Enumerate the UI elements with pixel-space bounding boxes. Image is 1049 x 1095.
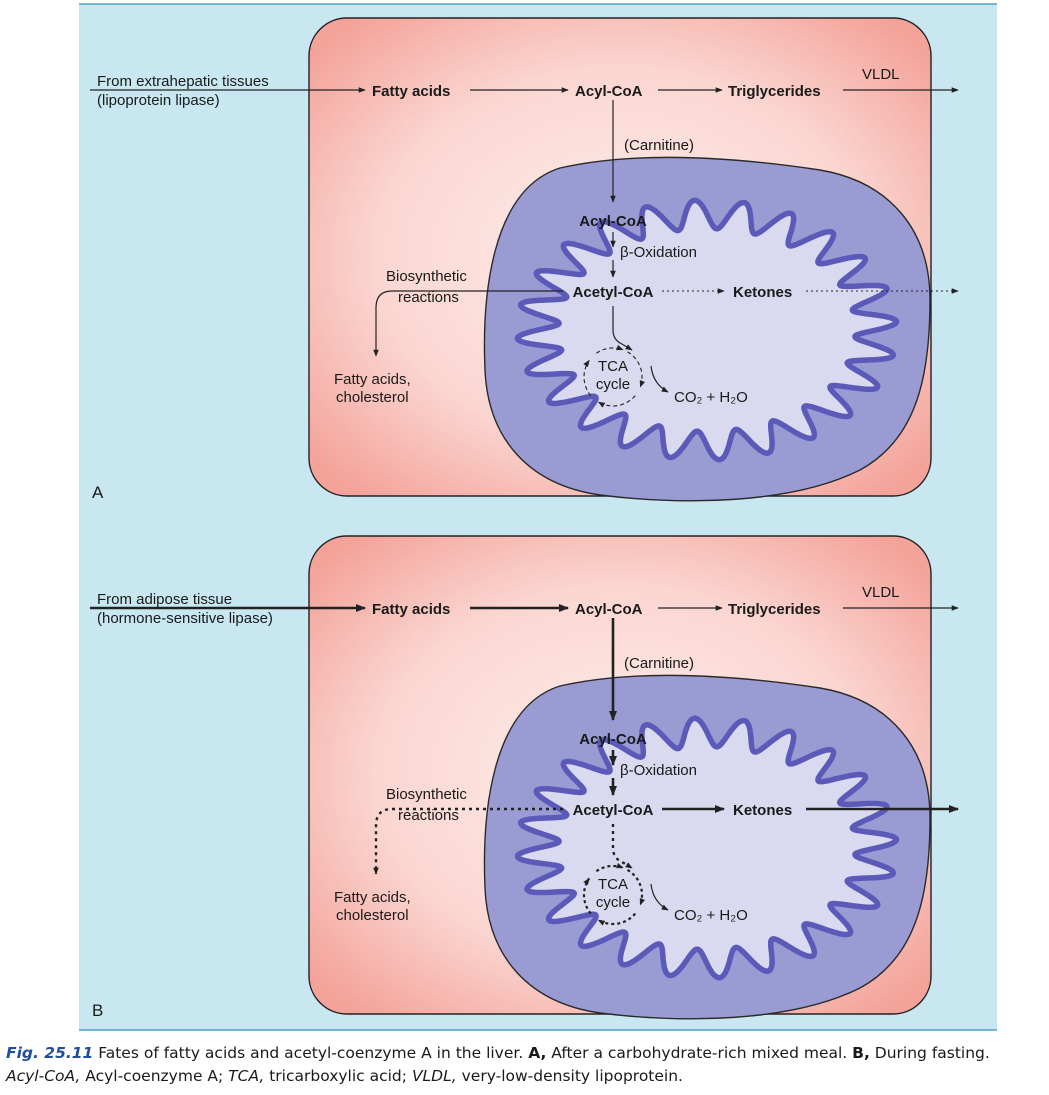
- caption-abbr-vldl-def: very-low-density lipoprotein.: [456, 1067, 683, 1085]
- caption-abbr-tca-def: tricarboxylic acid;: [264, 1067, 412, 1085]
- vldl-label: VLDL: [862, 66, 900, 83]
- cholesterol-label: cholesterol: [336, 907, 409, 924]
- fatty-acids-cholesterol-label: Fatty acids,: [334, 371, 411, 388]
- cycle-label: cycle: [596, 894, 630, 911]
- arrow-acetyl-coa-to-biosynthesis: [373, 807, 563, 875]
- caption-figure-number: Fig. 25.11: [6, 1044, 94, 1062]
- acetyl-coa-label: Acetyl-CoA: [573, 284, 654, 301]
- fatty-acid-fate-diagram: From extrahepatic tissues (lipoprotein li…: [79, 3, 997, 1031]
- cytosolic-acyl-coa-label: Acyl-CoA: [575, 601, 643, 618]
- acetyl-coa-label: Acetyl-CoA: [573, 802, 654, 819]
- biosynthetic-label: Biosynthetic: [386, 786, 467, 803]
- tca-arc-left: [583, 359, 592, 396]
- fatty-acids-label: Fatty acids: [372, 601, 450, 618]
- source-label: From extrahepatic tissues: [97, 73, 269, 90]
- tca-arc-right: [627, 351, 646, 388]
- cycle-label: cycle: [596, 376, 630, 393]
- vldl-label: VLDL: [862, 584, 900, 601]
- carnitine-label: (Carnitine): [624, 137, 694, 154]
- mitochondrion-cristae: [514, 197, 900, 463]
- reactions-label: reactions: [398, 807, 459, 824]
- carnitine-label: (Carnitine): [624, 655, 694, 672]
- co2-h2o-label: CO₂ + H₂O: [674, 907, 748, 924]
- tca-arc-bottom: [597, 912, 637, 926]
- caption-abbr-acyl-coa: Acyl-CoA,: [6, 1067, 81, 1085]
- ketones-label: Ketones: [733, 284, 792, 301]
- triglycerides-label: Triglycerides: [728, 601, 821, 618]
- caption-abbr-vldl: VLDL,: [411, 1067, 457, 1085]
- tca-arc-bottom: [597, 395, 636, 408]
- tca-arc-right: [626, 868, 646, 906]
- panel-a: From extrahepatic tissues (lipoprotein li…: [90, 17, 959, 502]
- caption-a-text: After a carbohydrate-rich mixed meal.: [546, 1044, 853, 1062]
- mitochondrial-acyl-coa-label: Acyl-CoA: [579, 731, 647, 748]
- caption-abbr-tca: TCA,: [228, 1067, 265, 1085]
- biosynthetic-label: Biosynthetic: [386, 268, 467, 285]
- tca-label: TCA: [598, 876, 628, 893]
- tca-label: TCA: [598, 358, 628, 375]
- co2-h2o-label: CO₂ + H₂O: [674, 389, 748, 406]
- triglycerides-label: Triglycerides: [728, 83, 821, 100]
- caption-b-text: During fasting.: [869, 1044, 990, 1062]
- source-enzyme-label: (hormone-sensitive lipase): [97, 610, 273, 627]
- source-label: From adipose tissue: [97, 591, 232, 608]
- cytosolic-acyl-coa-label: Acyl-CoA: [575, 83, 643, 100]
- reactions-label: reactions: [398, 289, 459, 306]
- arrow-acetyl-coa-to-tca: [612, 306, 633, 351]
- tca-arc-top: [595, 862, 624, 873]
- arrow-acetyl-coa-to-biosynthesis: [373, 290, 563, 357]
- beta-oxidation-label: β-Oxidation: [620, 762, 697, 779]
- caption-text: Fates of fatty acids and acetyl-coenzyme…: [93, 1044, 529, 1062]
- arrow-tca-to-co2: [650, 883, 669, 911]
- fatty-acids-cholesterol-label: Fatty acids,: [334, 889, 411, 906]
- caption-abbr-acyl-coa-def: Acyl-coenzyme A;: [80, 1067, 229, 1085]
- tca-arc-top: [596, 344, 624, 354]
- cholesterol-label: cholesterol: [336, 389, 409, 406]
- caption-a-label: A,: [528, 1044, 547, 1062]
- caption-b-label: B,: [852, 1044, 870, 1062]
- fatty-acids-label: Fatty acids: [372, 83, 450, 100]
- source-enzyme-label: (lipoprotein lipase): [97, 92, 220, 109]
- panel-b: From adipose tissue (hormone-sensitive li…: [90, 535, 959, 1020]
- arrow-tca-to-co2: [650, 365, 669, 393]
- tca-arc-left: [582, 877, 592, 915]
- panel-label: A: [92, 483, 104, 502]
- ketones-label: Ketones: [733, 802, 792, 819]
- beta-oxidation-label: β-Oxidation: [620, 244, 697, 261]
- figure-caption: Fig. 25.11 Fates of fatty acids and acet…: [6, 1042, 1046, 1088]
- mitochondrial-acyl-coa-label: Acyl-CoA: [579, 213, 647, 230]
- panel-label: B: [92, 1001, 103, 1020]
